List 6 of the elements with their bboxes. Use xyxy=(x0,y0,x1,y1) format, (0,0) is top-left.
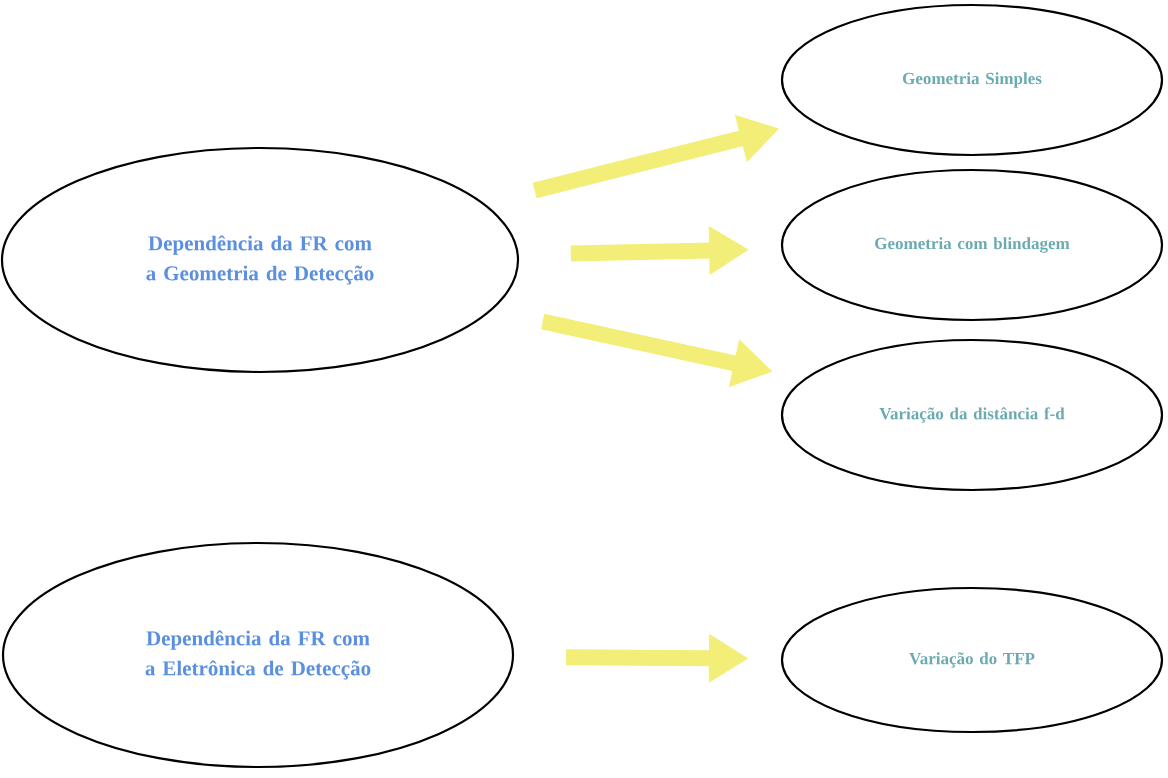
ellipse-node: Dependência da FR com a Geometria de Detecção xyxy=(0,146,520,374)
ellipse-node: Geometria Simples xyxy=(780,3,1164,157)
ellipse-node: Variação do TFP xyxy=(780,586,1164,734)
ellipse-node: Geometria com blindagem xyxy=(780,168,1164,322)
ellipse-node: Variação da distância f-d xyxy=(780,338,1164,492)
ellipse-node: Dependência da FR com a Eletrônica de Detecção xyxy=(1,541,515,769)
